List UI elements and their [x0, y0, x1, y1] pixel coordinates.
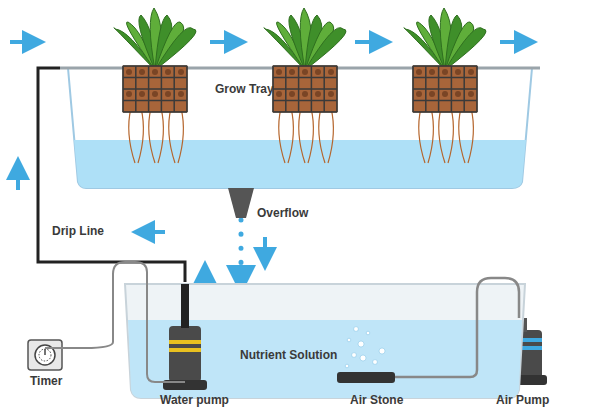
lettuce-plant — [404, 8, 486, 163]
node-label: Nutrient Solution — [240, 348, 337, 362]
nutrient-reservoir: Nutrient Solution — [125, 282, 525, 398]
timer-icon — [28, 340, 62, 370]
water-pump-icon — [163, 284, 207, 390]
air-stone-icon — [337, 327, 395, 383]
connector-label: Overflow — [257, 206, 308, 220]
node-label: Grow Tray — [215, 82, 274, 96]
part-label: Air Pump — [496, 393, 549, 407]
connector — [239, 220, 244, 280]
tank-outline — [125, 284, 525, 398]
timer-cord — [45, 262, 185, 382]
air-tube — [395, 278, 519, 377]
part-label: Water pump — [160, 393, 229, 407]
grow-tray: Grow Tray — [60, 0, 540, 190]
grow-tray-shape — [60, 0, 540, 190]
nutrient-reservoir-shape — [125, 282, 525, 398]
tank-water — [128, 320, 522, 398]
overflow-spout — [228, 188, 254, 218]
lettuce-plant — [264, 8, 346, 163]
lettuce-plant — [114, 8, 196, 163]
connector-label: Drip Line — [52, 224, 104, 238]
part-label: Air Stone — [350, 393, 403, 407]
part-label: Timer — [30, 374, 62, 388]
